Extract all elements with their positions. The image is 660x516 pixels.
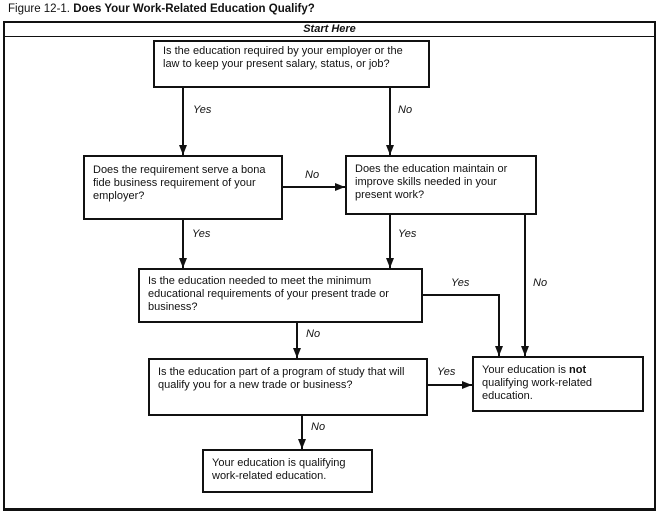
arrow-down-icon: [386, 145, 394, 155]
result-box-qualifying: Your education is qualifying work-relate…: [202, 449, 373, 493]
start-here-label: Start Here: [5, 22, 654, 37]
connector-q5-qualifying: [301, 416, 303, 449]
decision-box-required-by-employer: Is the education required by your employ…: [153, 40, 430, 88]
connector-q2-q3: [283, 186, 345, 188]
edge-label-q4-yes: Yes: [450, 277, 471, 289]
not-qualifying-text-after: qualifying work-related education.: [482, 377, 593, 402]
arrow-down-icon: [298, 439, 306, 449]
arrow-right-icon: [335, 183, 345, 191]
arrow-down-icon: [495, 346, 503, 356]
arrow-right-icon: [462, 381, 472, 389]
figure-title-text: Does Your Work-Related Education Qualify…: [73, 3, 315, 15]
arrow-down-icon: [293, 348, 301, 358]
edge-label-q4-no: No: [305, 328, 322, 340]
flowchart-frame: [3, 21, 656, 511]
edge-label-q3-yes: Yes: [397, 228, 418, 240]
connector-q1-q2: [182, 88, 184, 155]
edge-label-q3-no: No: [532, 277, 549, 289]
result-box-not-qualifying: Your education is not qualifying work-re…: [472, 356, 644, 412]
arrow-down-icon: [179, 258, 187, 268]
decision-box-maintain-improve-skills: Does the education maintain or improve s…: [345, 155, 537, 215]
decision-box-bona-fide-requirement: Does the requirement serve a bona fide b…: [83, 155, 283, 220]
connector-q1-q3: [389, 88, 391, 155]
edge-label-q1-yes: Yes: [192, 104, 213, 116]
figure-title: Figure 12-1. Does Your Work-Related Educ…: [8, 2, 315, 16]
edge-label-q2-no: No: [304, 169, 321, 181]
arrow-down-icon: [386, 258, 394, 268]
connector-q4-notqualifying-h: [423, 294, 500, 296]
decision-box-minimum-requirements: Is the education needed to meet the mini…: [138, 268, 423, 323]
edge-label-q1-no: No: [397, 104, 414, 116]
arrow-down-icon: [521, 346, 529, 356]
edge-label-q2-yes: Yes: [191, 228, 212, 240]
connector-q3-q4: [389, 215, 391, 268]
connector-q4-q5: [296, 323, 298, 358]
connector-q2-q4: [182, 220, 184, 268]
arrow-down-icon: [179, 145, 187, 155]
decision-box-new-trade-program: Is the education part of a program of st…: [148, 358, 428, 416]
figure-number: Figure 12-1.: [8, 3, 71, 15]
edge-label-q5-no: No: [310, 421, 327, 433]
edge-label-q5-yes: Yes: [436, 366, 457, 378]
not-qualifying-text-bold: not: [569, 364, 587, 376]
connector-q3-notqualifying: [524, 215, 526, 356]
not-qualifying-text-before: Your education is: [482, 364, 570, 376]
connector-q5-notqualifying: [428, 384, 472, 386]
connector-q4-notqualifying-v: [498, 294, 500, 356]
